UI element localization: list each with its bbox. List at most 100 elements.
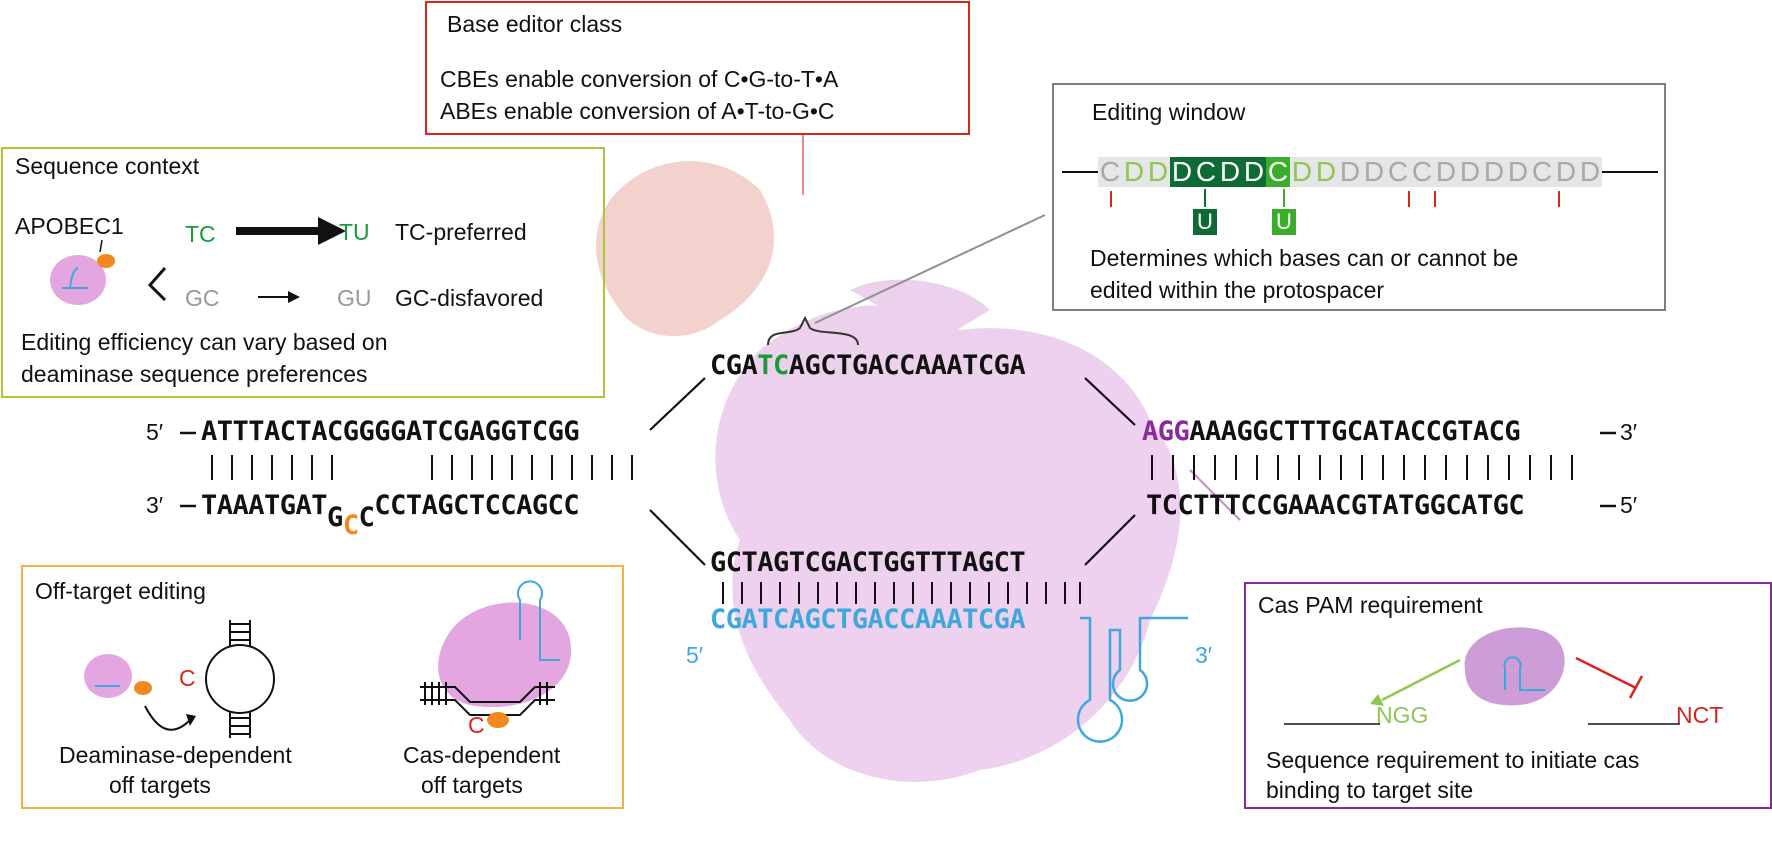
bottom-left-sequence: TAAATGATGCCCCTAGCTCCAGCC xyxy=(201,490,580,541)
editing-window-base: D xyxy=(1459,156,1481,187)
editing-window-base: C xyxy=(1266,156,1290,187)
editing-window-title: Editing window xyxy=(1092,99,1246,125)
editing-window-base: C xyxy=(1411,156,1433,187)
top-strand-3prime: 3′ xyxy=(1620,419,1638,445)
duplex-link-2 xyxy=(1084,377,1136,426)
basepair-ticks-right xyxy=(1151,455,1573,480)
editing-window-base: C xyxy=(1099,156,1121,187)
gray-connector xyxy=(814,214,1046,324)
bulge-c-orange: C xyxy=(342,510,359,541)
editing-window-base: D xyxy=(1363,156,1385,187)
editing-window-base: D xyxy=(1291,156,1313,187)
guide-5prime: 5′ xyxy=(686,642,704,668)
top-right-seq: AAAGGCTTTGCATACCGTACG xyxy=(1189,416,1521,447)
editing-window-base: D xyxy=(1315,156,1337,187)
sequence-context-footer2: deaminase sequence preferences xyxy=(21,361,368,387)
editing-window-base: D xyxy=(1483,156,1505,187)
pam-desc1: Sequence requirement to initiate cas xyxy=(1266,747,1640,773)
edited-u-2: U xyxy=(1272,209,1296,235)
gc-disfavored-label: GC-disfavored xyxy=(395,285,544,311)
guide-rna-scaffold xyxy=(1076,616,1188,743)
guide-rna-sequence: CGATCAGCTGACCAAATCGA xyxy=(710,604,1026,635)
deaminase-label2: off targets xyxy=(109,772,211,798)
editing-window-base: C xyxy=(1194,156,1218,187)
off-target-box: Off-target editing C C Deaminase-depende… xyxy=(21,565,624,809)
ngg-label: NGG xyxy=(1376,702,1429,728)
basepair-ticks-left xyxy=(211,455,633,480)
sequence-context-box: Sequence context APOBEC1 TC TU TC-prefer… xyxy=(1,147,605,398)
guide-3prime: 3′ xyxy=(1195,642,1213,668)
editing-window-base: D xyxy=(1555,156,1577,187)
tc-preferred-label: TC-preferred xyxy=(395,219,527,245)
off-target-c-right: C xyxy=(468,712,485,738)
block-mark-4 xyxy=(1558,191,1560,207)
editing-window-base: D xyxy=(1123,156,1145,187)
editing-window-base: C xyxy=(1531,156,1553,187)
base-editor-line1: CBEs enable conversion of C•G-to-T•A xyxy=(440,66,839,92)
protospacer-top-tc: TC xyxy=(757,350,789,381)
top-strand-5prime: 5′ xyxy=(146,419,164,445)
bottom-left-b: CCTAGCTCCAG xyxy=(374,490,548,521)
duplex-link-1 xyxy=(649,377,706,431)
editing-window-base: D xyxy=(1170,156,1194,187)
off-target-title: Off-target editing xyxy=(35,578,206,604)
base-editor-line2: ABEs enable conversion of A•T-to-G•C xyxy=(440,98,835,124)
bulge-c: C xyxy=(358,502,375,533)
cas-label1: Cas-dependent xyxy=(403,742,561,768)
sequence-context-title: Sequence context xyxy=(15,153,200,179)
base-editor-class-box: Base editor class CBEs enable conversion… xyxy=(425,1,970,135)
editing-window-desc1: Determines which bases can or cannot be xyxy=(1090,245,1519,271)
pam-title: Cas PAM requirement xyxy=(1258,592,1483,618)
block-mark-3 xyxy=(1434,191,1436,207)
bulge-g: G xyxy=(327,502,343,533)
pam-requirement-box: Cas PAM requirement NGG NCT Sequence req… xyxy=(1244,582,1772,809)
nct-label: NCT xyxy=(1676,702,1724,728)
purple-connector xyxy=(1189,469,1241,521)
deaminase-structure xyxy=(596,161,775,337)
apobec1-label: APOBEC1 xyxy=(15,213,124,239)
editing-window-base: D xyxy=(1242,156,1266,187)
edited-u-1: U xyxy=(1193,209,1217,235)
pam-desc2: binding to target site xyxy=(1266,777,1474,803)
editing-window-base: C xyxy=(1387,156,1409,187)
block-mark-2 xyxy=(1408,191,1410,207)
tc-label: TC xyxy=(185,221,216,247)
base-editor-title: Base editor class xyxy=(447,11,623,37)
editing-window-base: D xyxy=(1339,156,1361,187)
pam-sequence: AGG xyxy=(1142,416,1190,447)
window-brace xyxy=(767,315,859,346)
top-left-sequence: ATTTACTACGGGGATCGAGGTCGG xyxy=(201,416,580,447)
bottom-strand-3prime: 3′ xyxy=(146,492,164,518)
bottom-right-sequence: TCCTTTCCGAAACGTATGGCATGC xyxy=(1146,490,1525,521)
block-mark-1 xyxy=(1110,191,1112,207)
cas-label2: off targets xyxy=(421,772,523,798)
protospacer-top-c: AGCTGACCAAATCGA xyxy=(788,350,1026,381)
sequence-context-footer1: Editing efficiency can vary based on xyxy=(21,329,388,355)
deaminase-label1: Deaminase-dependent xyxy=(59,742,292,768)
protospacer-bottom: GCTAGTCGACTGGTTTAGCT xyxy=(710,547,1026,578)
protospacer-top: CGATCAGCTGACCAAATCGA xyxy=(710,350,1026,381)
pam-cartoon xyxy=(1284,627,1680,725)
bottom-left-cc: CC xyxy=(547,490,580,521)
duplex-link-3 xyxy=(649,509,706,566)
gu-label: GU xyxy=(337,285,372,311)
protospacer-top-a: CGA xyxy=(710,350,758,381)
tu-label: TU xyxy=(339,219,370,245)
top-right-sequence: AGGAAAGGCTTTGCATACCGTACG xyxy=(1142,416,1521,447)
editing-window-base: D xyxy=(1507,156,1529,187)
editing-window-base: D xyxy=(1147,156,1169,187)
gc-label: GC xyxy=(185,285,220,311)
apobec1-cartoon xyxy=(50,239,115,305)
bottom-left-a: TAAATGAT xyxy=(201,490,328,521)
cas-protein-structure xyxy=(715,279,1181,782)
edit-arrow-2 xyxy=(1283,189,1285,207)
basepair-ticks-guide xyxy=(722,582,1081,604)
editing-window-base: D xyxy=(1435,156,1457,187)
cas-offtarget-cartoon xyxy=(420,580,572,728)
editing-window-base: D xyxy=(1579,156,1601,187)
sequence-context-arrows xyxy=(147,217,346,303)
off-target-c-left: C xyxy=(179,665,196,691)
